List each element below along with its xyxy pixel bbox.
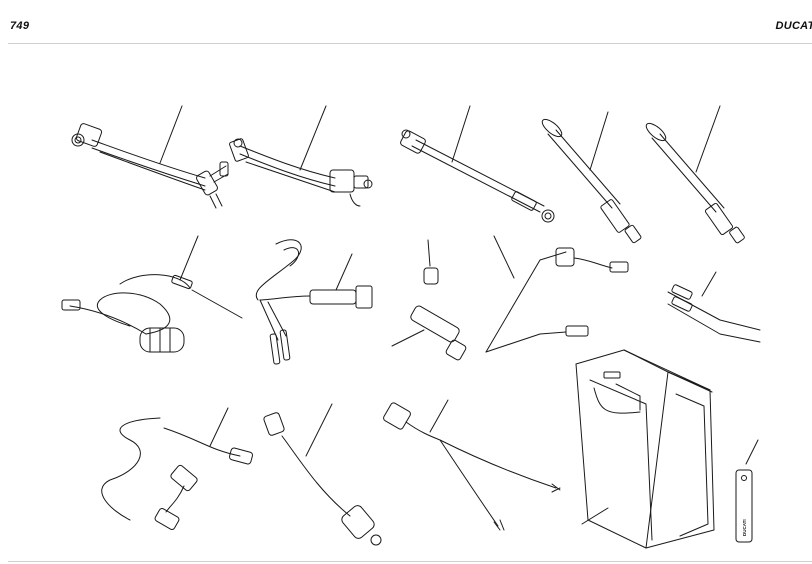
tool-wiring-harness <box>101 407 254 530</box>
footer-rule <box>8 561 812 562</box>
tool-y-cable <box>383 399 561 531</box>
tool-gauge-adapter-a <box>541 111 642 244</box>
tool-hose-double-b <box>229 105 373 207</box>
ducati-tag: DUCATI <box>735 439 759 543</box>
tool-small-fitting <box>423 239 439 285</box>
tool-twin-lead <box>255 239 373 365</box>
brand-name: DUCATI <box>775 20 812 32</box>
tool-sensor-cable <box>485 235 629 353</box>
model-number: 749 <box>10 20 30 32</box>
tool-carry-case <box>575 349 715 549</box>
header-rule <box>8 43 812 44</box>
tag-label: DUCATI <box>742 519 747 536</box>
tool-adapter-pin <box>391 305 467 361</box>
tool-temperature-probe <box>61 235 243 353</box>
tool-gauge-adapter-b <box>645 105 745 244</box>
page-header: 749 DUCATI <box>0 0 812 44</box>
tool-hose-double-a <box>71 105 229 209</box>
tool-test-clips <box>667 271 761 343</box>
tool-lighter-adapter <box>263 403 382 546</box>
tool-hose-ring <box>400 105 555 223</box>
